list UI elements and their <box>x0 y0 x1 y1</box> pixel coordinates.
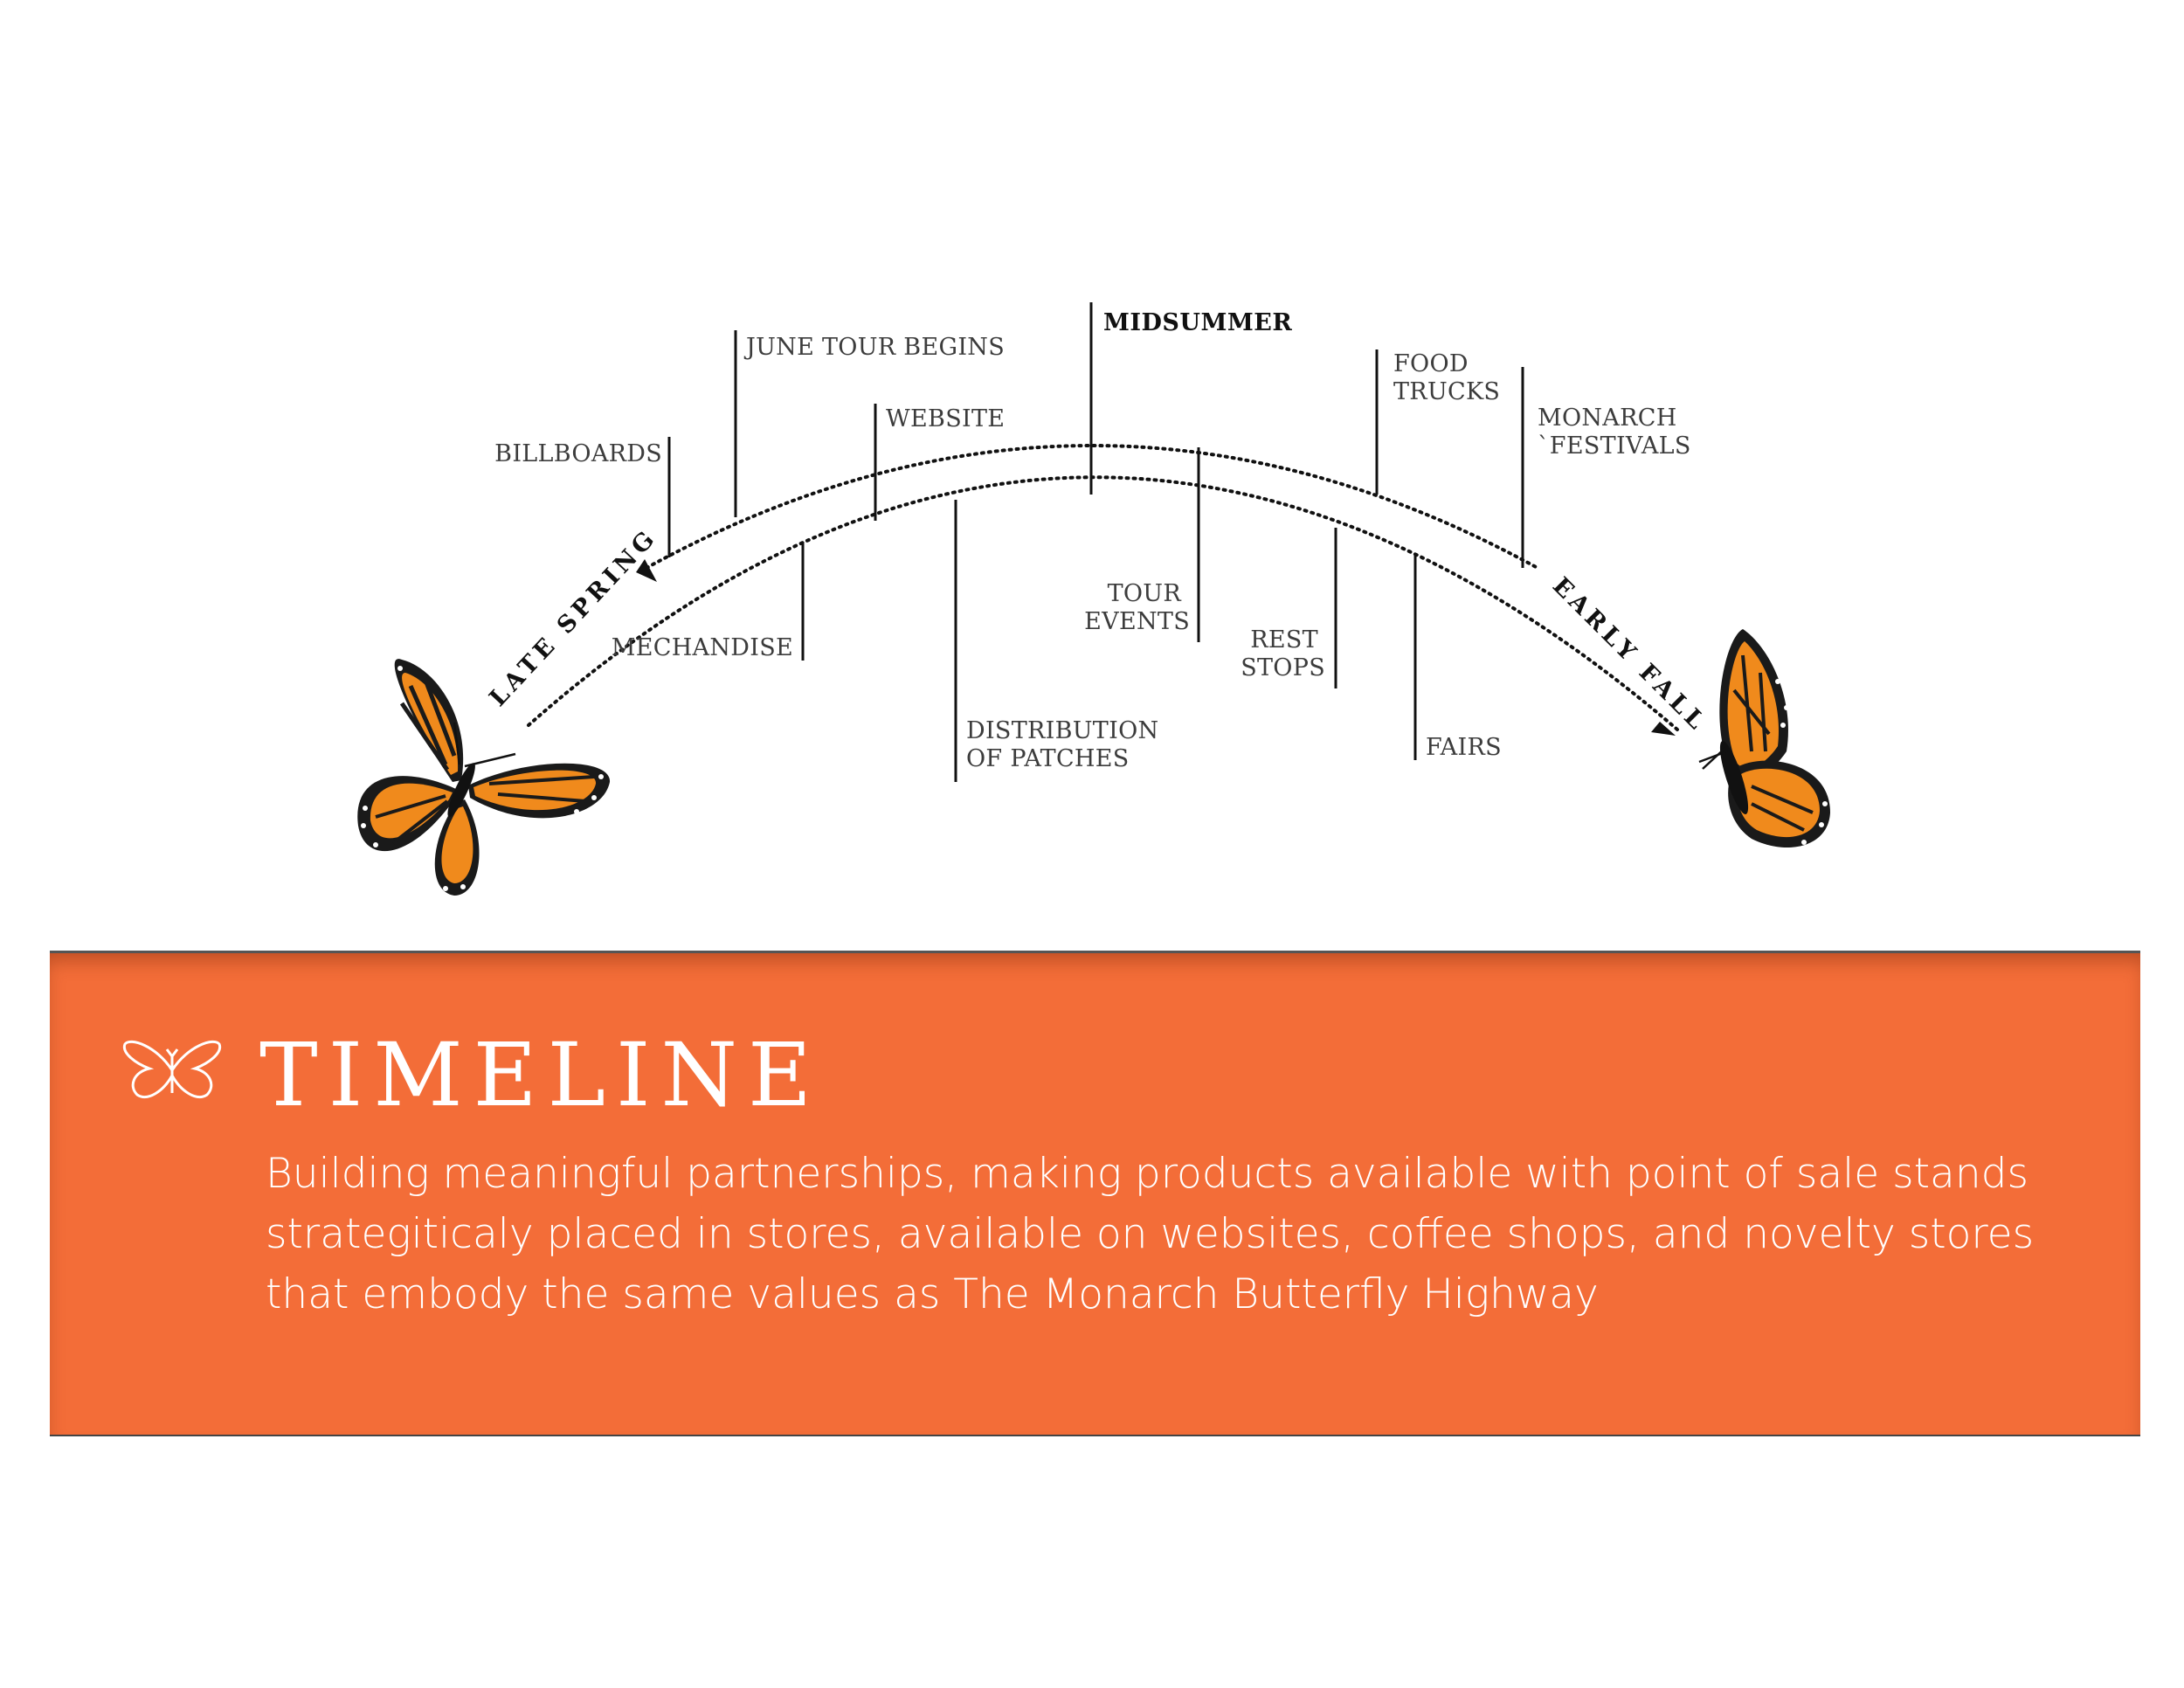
label-rest-stops-line2: STOPS <box>1241 654 1325 681</box>
arrow-right-icon <box>1651 722 1676 736</box>
label-distribution-line2: OF PATCHES <box>966 745 1130 772</box>
label-food-trucks-line2: TRUCKS <box>1393 378 1500 405</box>
label-tour-events-line1: TOUR <box>1108 580 1182 607</box>
label-fairs: FAIRS <box>1426 734 1502 761</box>
banner-title: TIMELINE <box>259 1024 822 1126</box>
label-june-tour: JUNE TOUR BEGINS <box>743 334 1005 361</box>
label-food-trucks-line1: FOOD <box>1393 350 1469 377</box>
butterfly-right-icon <box>1698 629 1830 847</box>
inner-arc <box>527 475 1679 731</box>
timeline-banner: TIMELINE Building meaningful partnership… <box>50 951 2140 1436</box>
timeline-diagram: BILLBOARDS JUNE TOUR BEGINS WEBSITE MIDS… <box>357 302 1830 896</box>
label-early-fall: EARLY FALL <box>1547 572 1712 737</box>
label-monarch-festivals-line1: MONARCH <box>1538 405 1677 432</box>
label-late-spring: LATE SPRING <box>484 523 662 712</box>
arrow-left-icon <box>636 559 657 582</box>
label-midsummer: MIDSUMMER <box>1103 309 1292 336</box>
label-tour-events-line2: EVENTS <box>1084 608 1190 635</box>
banner-description: Building meaningful partnerships, making… <box>266 1150 2035 1318</box>
butterfly-outline-icon <box>122 1040 222 1098</box>
label-website: WEBSITE <box>886 405 1005 432</box>
label-distribution-line1: DISTRIBUTION <box>966 717 1158 744</box>
label-mechandise: MECHANDISE <box>612 634 793 661</box>
label-billboards: BILLBOARDS <box>494 440 662 467</box>
butterfly-left-icon <box>357 659 611 896</box>
label-rest-stops-line1: REST <box>1250 626 1318 654</box>
label-monarch-festivals-line2: `FESTIVALS <box>1538 432 1691 460</box>
